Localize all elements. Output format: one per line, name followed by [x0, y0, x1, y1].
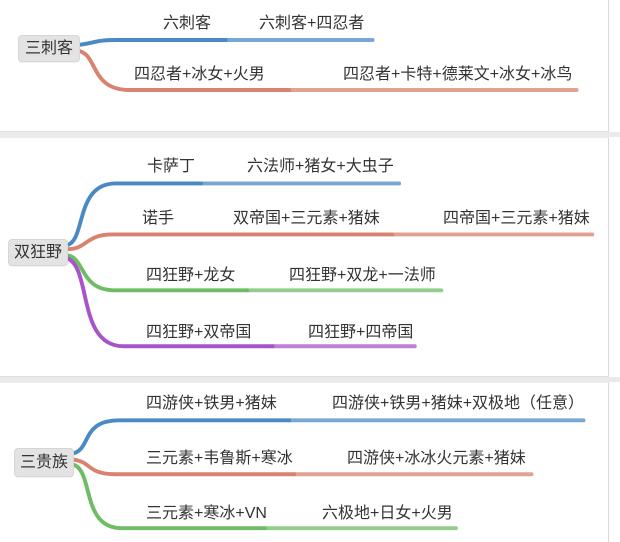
mindmap-node: 六法师+猪女+大虫子 — [247, 158, 394, 175]
mindmap-node: 四狂野+双帝国 — [146, 324, 252, 341]
branch-line-red — [64, 232, 395, 252]
mindmap-node: 四忍者+卡特+德莱文+冰女+冰鸟 — [343, 66, 573, 83]
branch-line-blue — [70, 418, 292, 456]
mindmap-section-assassins: 三刺客 六刺客 六刺客+四忍者 四忍者+冰女+火男 四忍者+卡特+德莱文+冰女+… — [0, 0, 609, 132]
mindmap-node: 四忍者+冰女+火男 — [134, 66, 265, 83]
mindmap-section-wild: 双狂野 卡萨丁 六法师+猪女+大虫子 诺手 双帝国+三元素+猪妹 四帝国+三元素… — [0, 137, 609, 377]
branch-line-blue — [64, 181, 203, 248]
mindmap-node: 六刺客 — [163, 15, 212, 32]
mindmap-node: 四狂野+四帝国 — [308, 324, 414, 341]
section-divider — [0, 132, 620, 137]
mindmap-node: 四狂野+龙女 — [146, 267, 236, 284]
mindmap-node: 四游侠+冰冰火元素+猪妹 — [347, 450, 526, 467]
branch-line-green — [64, 253, 250, 293]
mindmap-node: 卡萨丁 — [147, 158, 196, 175]
mindmap-node: 四狂野+双龙+一法师 — [289, 267, 436, 284]
mindmap-section-nobles: 三贵族 四游侠+铁男+猪妹 四游侠+铁男+猪妹+双极地（任意） 三元素+韦鲁斯+… — [0, 382, 609, 542]
mindmap-node: 诺手 — [142, 210, 175, 227]
mindmap-node: 四帝国+三元素+猪妹 — [443, 210, 590, 227]
root-node: 三刺客 — [18, 35, 80, 62]
branch-lines — [76, 38, 579, 92]
mindmap-node: 三元素+韦鲁斯+寒冰 — [146, 450, 293, 467]
branch-line-red — [76, 48, 292, 92]
mindmap-node: 双帝国+三元素+猪妹 — [233, 210, 380, 227]
mindmap-node: 四游侠+铁男+猪妹 — [146, 395, 277, 412]
branch-line-green — [70, 462, 267, 531]
mindmap-node: 四游侠+铁男+猪妹+双极地（任意） — [332, 395, 585, 412]
mindmap-node: 六极地+日女+火男 — [322, 505, 453, 522]
branch-lines — [64, 181, 595, 349]
branch-line-purple — [64, 256, 275, 349]
root-node: 双狂野 — [8, 239, 68, 266]
section-divider — [0, 377, 620, 382]
root-node: 三贵族 — [14, 448, 74, 477]
branch-lines — [70, 418, 586, 531]
mindmap-node: 六刺客+四忍者 — [259, 15, 365, 32]
branch-line-blue — [76, 38, 228, 47]
branch-line-red — [70, 457, 297, 477]
mindmap-node: 三元素+寒冰+VN — [146, 505, 267, 522]
